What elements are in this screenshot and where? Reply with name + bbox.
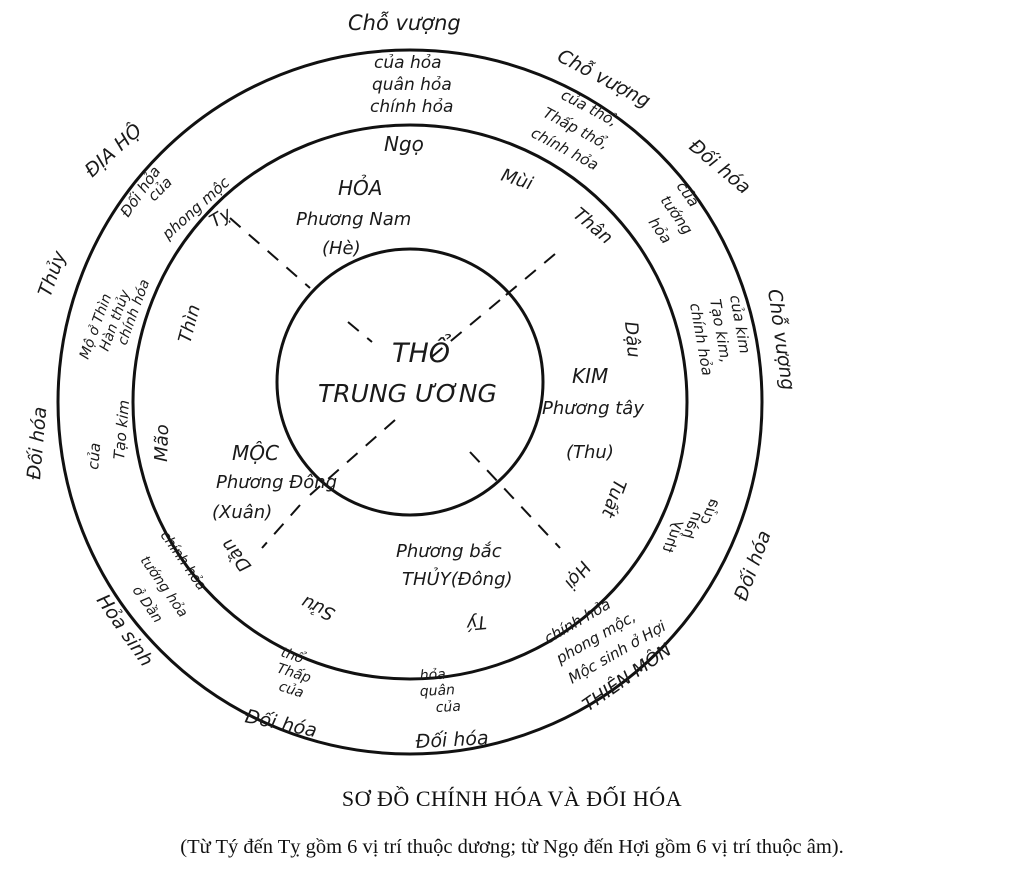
center-label-2: TRUNG ƯƠNG (318, 379, 497, 408)
annot-left-inner-1: của (84, 442, 104, 470)
annot-left-inner-2: Tạo kim (110, 399, 133, 460)
annot-top-inner-2: quân hỏa (372, 75, 452, 95)
branch-dau: Dậu (620, 321, 644, 359)
annot-bottomleft-inner-1: của (277, 679, 306, 702)
branch-tuat: Tuất (597, 476, 630, 520)
annot-bottom-outer: Đối hóa (415, 727, 489, 753)
element-moc-name: MỘC (232, 441, 279, 465)
element-thuy-name: THỦY(Đông) (402, 567, 513, 590)
branch-suu: Sửu (298, 591, 338, 625)
dashed-dividers (229, 217, 561, 549)
branch-mao: Mão (151, 424, 173, 462)
element-kim-name: KIM (572, 364, 608, 388)
diagram-title: SƠ ĐỒ CHÍNH HÓA VÀ ĐỐI HÓA (341, 786, 683, 811)
element-kim-season: (Thu) (566, 442, 614, 463)
annot-topleft-outer: ĐỊA HỘ (80, 119, 146, 182)
annot-bottom-inner-2: quân (419, 682, 455, 700)
element-hoa-season: (Hè) (322, 238, 361, 259)
annot-top-inner-1: của hỏa (374, 53, 442, 73)
diagram-note: (Từ Tý đến Tỵ gồm 6 vị trí thuộc dương; … (180, 836, 844, 858)
branch-thin: Thìn (175, 302, 205, 345)
element-kim-direction: Phương tây (542, 398, 644, 419)
annot-bottom-inner-1: của (435, 699, 461, 716)
element-moc: MỘC Phương Đông (Xuân) (212, 441, 337, 523)
element-hoa-direction: Phương Nam (296, 209, 411, 230)
element-moc-season: (Xuân) (212, 502, 272, 523)
annot-left-doi-hoa: Đối hóa (23, 406, 51, 481)
element-moc-direction: Phương Đông (216, 472, 337, 493)
branch-ty-south: Tỵ (206, 203, 236, 232)
outer-ring (56, 48, 764, 756)
element-kim: KIM Phương tây (Thu) (542, 364, 644, 463)
annot-right-outer: Chỗ vượng (763, 288, 799, 392)
element-thuy-direction: Phương bắc (396, 541, 502, 562)
inner-ring (275, 247, 545, 517)
element-hoa-name: HỎA (338, 175, 382, 200)
middle-ring (131, 123, 689, 681)
element-thuy: Phương bắc THỦY(Đông) (396, 541, 513, 590)
branch-ty-north: Tý (465, 611, 487, 634)
annot-top-inner-3: chính hỏa (370, 97, 453, 117)
annot-top-outer: Chỗ vượng (348, 10, 461, 35)
annot-bottom-inner-3: hỏa (419, 667, 446, 684)
branch-hoi: Hợi (560, 557, 595, 593)
annot-upperleft-outer: Thủy (34, 247, 71, 299)
branch-mui: Mùi (498, 165, 535, 195)
annot-lowerright-doi-hoa: Đối hóa (730, 528, 776, 604)
branch-dan: Dần (217, 534, 256, 576)
annot-bottomleft-doi-hoa: Đối hóa (243, 705, 319, 742)
center-label-1: THỔ (392, 334, 452, 369)
branch-ngo: Ngọ (384, 132, 424, 156)
element-hoa: HỎA Phương Nam (Hè) (296, 175, 411, 259)
